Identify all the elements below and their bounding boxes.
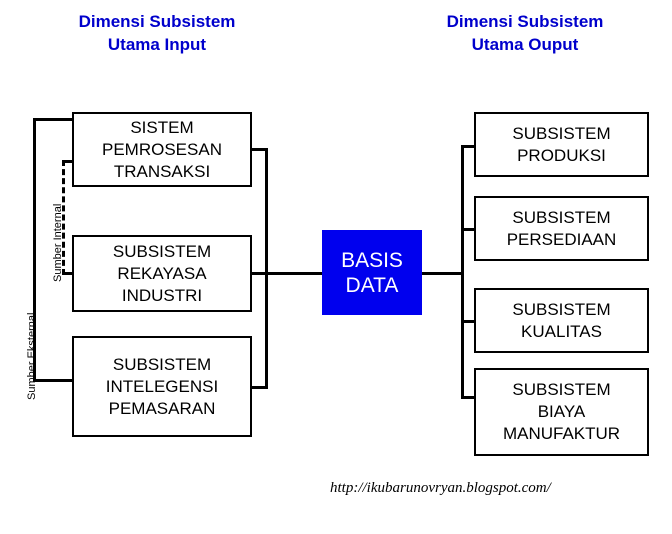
output-box-subsistem-produksi[interactable]: SUBSISTEM PRODUKSI xyxy=(474,112,649,177)
output-box-subsistem-kualitas[interactable]: SUBSISTEM KUALITAS xyxy=(474,288,649,353)
connector-input-to-database xyxy=(265,272,323,275)
connector-input-2-horizontal xyxy=(252,272,268,275)
external-bracket-bottom xyxy=(33,379,75,382)
external-bracket-top xyxy=(33,118,75,121)
internal-bracket-vertical xyxy=(62,160,65,275)
output-dimension-title: Dimensi Subsistem Utama Ouput xyxy=(446,12,604,54)
connector-output-2-horizontal xyxy=(461,228,477,231)
output-box-subsistem-persediaan[interactable]: SUBSISTEM PERSEDIAAN xyxy=(474,196,649,261)
connector-database-to-output xyxy=(422,272,464,275)
input-box-subsistem-rekayasa-industri[interactable]: SUBSISTEM REKAYASA INDUSTRI xyxy=(72,235,252,312)
output-box-subsistem-biaya-manufaktur[interactable]: SUBSISTEM BIAYA MANUFAKTUR xyxy=(474,368,649,456)
connector-input-3-horizontal xyxy=(252,386,268,389)
database-box-basis-data[interactable]: BASIS DATA xyxy=(322,230,422,315)
connector-output-4-horizontal xyxy=(461,396,477,399)
footer-url[interactable]: http://ikubarunovryan.blogspot.com/ xyxy=(330,480,551,496)
input-box-sistem-pemrosesan-transaksi[interactable]: SISTEM PEMROSESAN TRANSAKSI xyxy=(72,112,252,187)
connector-output-3-horizontal xyxy=(461,320,477,323)
label-sumber-eksternal: Sumber Eksternal xyxy=(26,312,38,400)
input-box-subsistem-intelegensi-pemasaran[interactable]: SUBSISTEM INTELEGENSI PEMASARAN xyxy=(72,336,252,437)
input-dimension-title: Dimensi Subsistem Utama Input xyxy=(78,12,236,54)
external-bracket-vertical xyxy=(33,118,36,382)
internal-bracket-top xyxy=(62,160,76,163)
connector-input-collector-vertical xyxy=(265,148,268,389)
connector-output-1-horizontal xyxy=(461,145,477,148)
connector-input-1-horizontal xyxy=(252,148,268,151)
connector-output-collector-vertical xyxy=(461,145,464,399)
internal-bracket-bottom xyxy=(62,272,76,275)
